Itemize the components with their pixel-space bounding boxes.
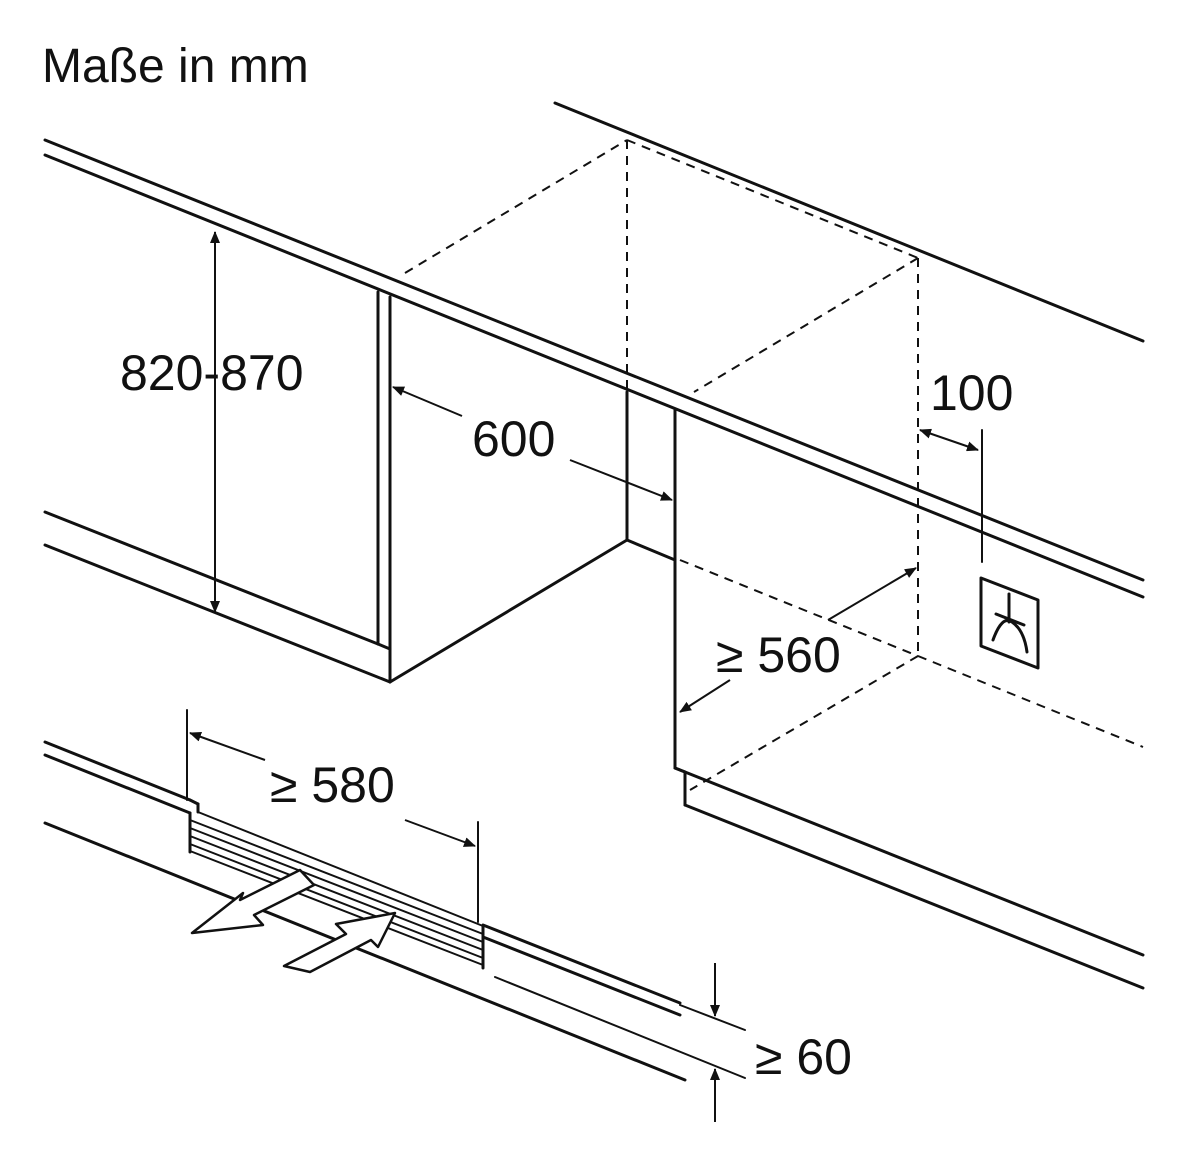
- air-inflow-arrow-icon: [282, 911, 397, 974]
- diagram-title: Maße in mm: [42, 40, 309, 93]
- depth-label: ≥ 560: [716, 627, 841, 683]
- ventilation-grille: [188, 811, 485, 970]
- height-label: 820-870: [120, 345, 304, 401]
- socket-offset-label: 100: [930, 365, 1013, 421]
- vent-height-dimension: [494, 963, 746, 1122]
- vent-width-label: ≥ 580: [270, 757, 395, 813]
- plinth: [43, 740, 687, 1082]
- air-outflow-arrow-icon: [190, 868, 316, 935]
- width-dimension: [392, 386, 673, 501]
- niche-outline: [404, 101, 1145, 791]
- vent-height-label: ≥ 60: [755, 1029, 852, 1085]
- right-cabinet: [625, 390, 1145, 990]
- width-label: 600: [472, 411, 555, 467]
- countertop: [43, 138, 1145, 599]
- depth-dimension: [679, 567, 917, 713]
- power-socket-icon: [979, 576, 1040, 670]
- socket-offset-dimension: [919, 428, 983, 563]
- vent-width-dimension: [186, 709, 479, 923]
